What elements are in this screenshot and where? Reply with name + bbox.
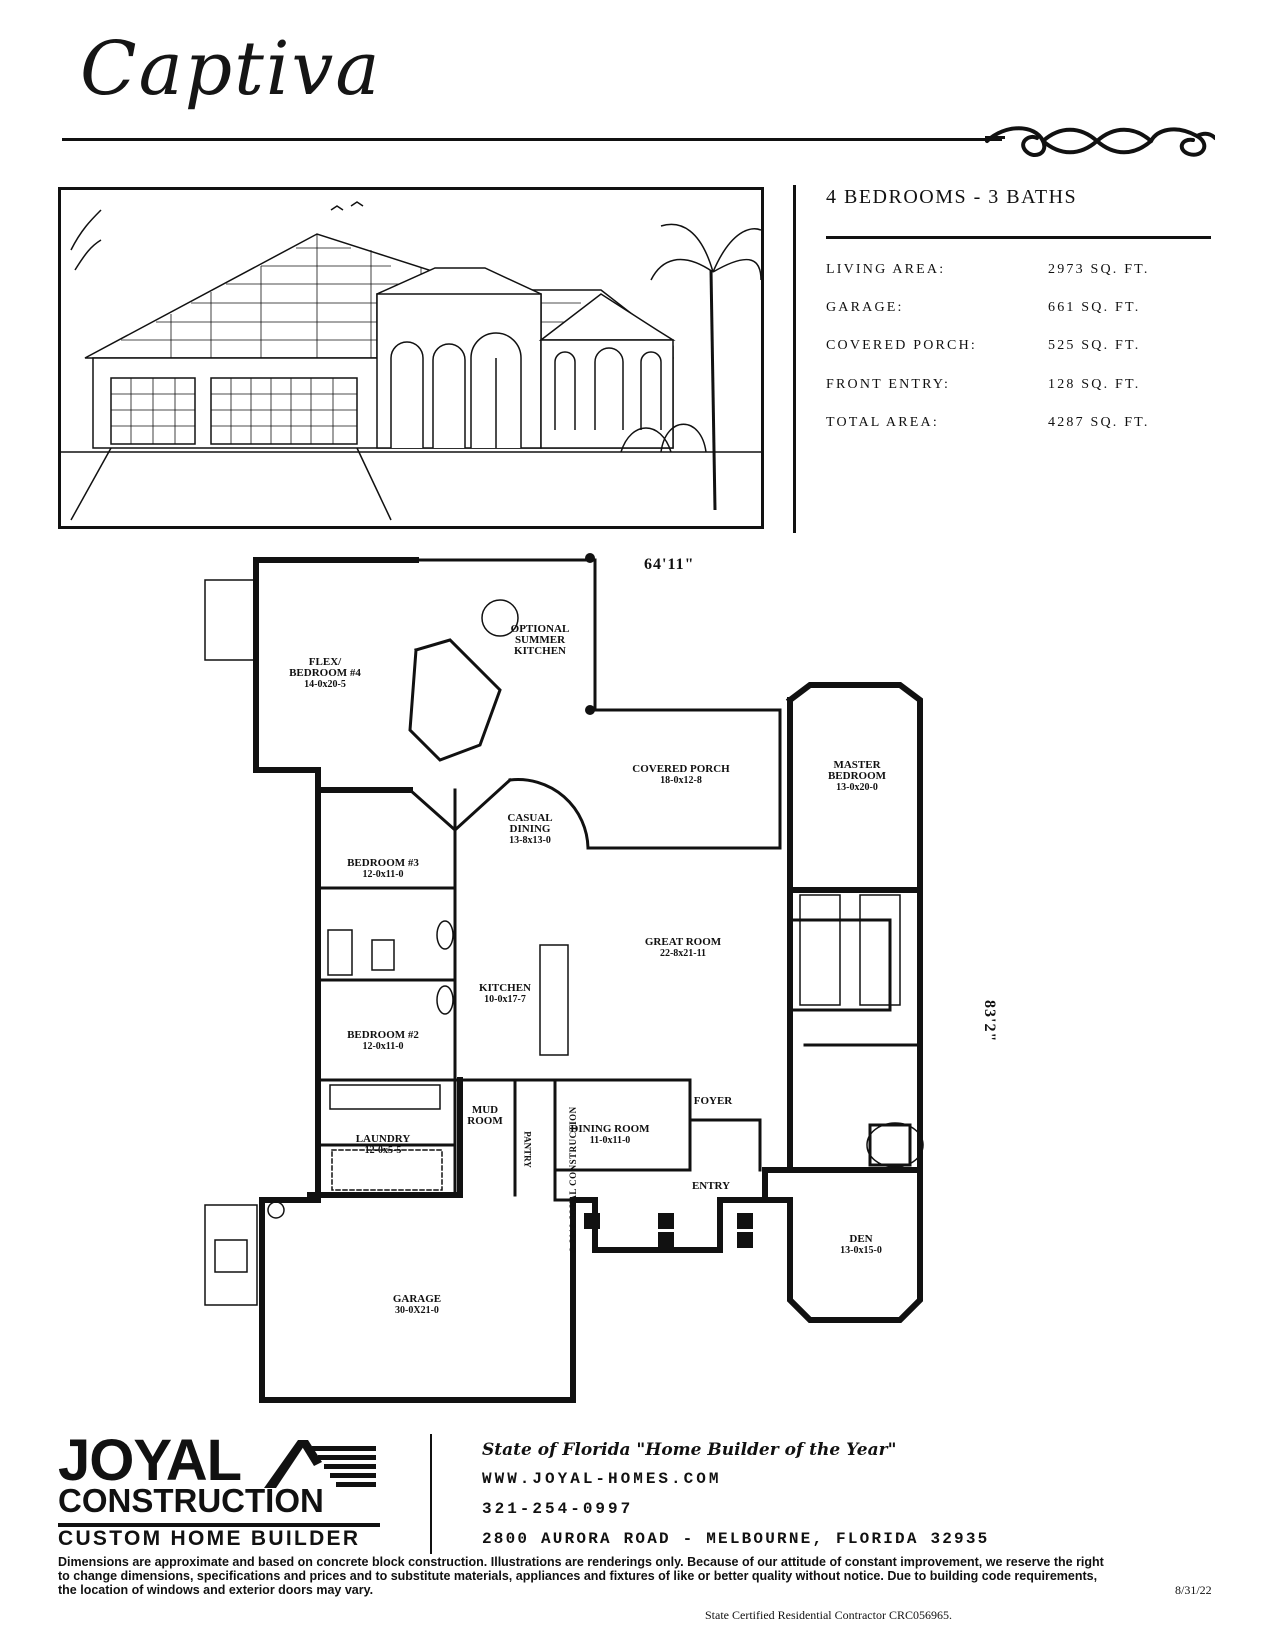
room-label: FOYER (694, 1096, 733, 1107)
spec-row: FRONT ENTRY: 128 SQ. FT. (826, 377, 1206, 401)
room-name: ENTRY (691, 1180, 731, 1192)
header-rule (62, 138, 1002, 141)
spec-row: LIVING AREA: 2973 SQ. FT. (826, 262, 1206, 286)
spec-value: 4287 SQ. FT. (1048, 415, 1150, 430)
room-dimension: 22-8x21-11 (659, 948, 707, 959)
beds-baths: 4 BEDROOMS - 3 BATHS (826, 186, 1078, 208)
room-label: GREAT ROOM 22-8x21-11 (644, 936, 722, 960)
room-label: COVERED PORCH 18-0x12-8 (632, 763, 730, 787)
website-link[interactable]: WWW.JOYAL-HOMES.COM (482, 1470, 722, 1488)
spec-label: GARAGE: (826, 300, 904, 315)
room-name: KITCHEN (479, 982, 531, 994)
room-dimension: 12-0x11-0 (362, 1041, 404, 1052)
room-name: MASTER BEDROOM (827, 759, 887, 782)
room-label: LAUNDRY 12-0x5-5 (355, 1133, 411, 1157)
room-name: BEDROOM #3 (347, 857, 419, 869)
spec-label: COVERED PORCH: (826, 338, 977, 353)
room-label: DEN 13-0x15-0 (840, 1233, 882, 1257)
footer-divider (430, 1434, 432, 1554)
room-name: FOYER (693, 1095, 733, 1107)
room-label: DINING ROOM 11-0x11-0 (570, 1123, 650, 1147)
room-label: MUD ROOM (467, 1105, 502, 1127)
logo-tagline: CUSTOM HOME BUILDER (58, 1527, 361, 1550)
room-dimension: 30-0X21-0 (395, 1305, 439, 1316)
logo-rule (58, 1523, 380, 1527)
room-name: CASUAL DINING (507, 812, 553, 835)
room-name: COVERED PORCH (632, 763, 730, 775)
overall-width-dimension: 64'11" (644, 556, 695, 573)
room-label: GARAGE 30-0X21-0 (392, 1293, 442, 1317)
room-label: FLEX/ BEDROOM #4 14-0x20-5 (289, 656, 361, 691)
room-label: KITCHEN 10-0x17-7 (479, 982, 531, 1006)
room-label: MASTER BEDROOM 13-0x20-0 (827, 759, 887, 794)
plan-title: Captiva (80, 26, 382, 112)
phone-number: 321-254-0997 (482, 1500, 634, 1518)
room-name: MUD ROOM (467, 1104, 503, 1127)
room-name: PANTRY (522, 1131, 533, 1168)
award-text: State of Florida "Home Builder of the Ye… (482, 1440, 897, 1460)
room-name: BEDROOM #2 (347, 1029, 419, 1041)
logo-joyal: JOYAL (58, 1428, 242, 1493)
room-dimension: 13-0x20-0 (836, 782, 878, 793)
revision-date: 8/31/22 (1175, 1583, 1212, 1597)
room-dimension: 12-0x5-5 (364, 1145, 402, 1156)
disclaimer: Dimensions are approximate and based on … (58, 1555, 1104, 1597)
room-dimension: 18-0x12-8 (660, 775, 702, 786)
roof-logo-icon (264, 1440, 376, 1488)
elevation-rendering (58, 187, 764, 529)
room-name: OPTIONAL SUMMER KITCHEN (510, 623, 570, 657)
room-dimension: 10-0x17-7 (484, 994, 526, 1005)
spec-row: GARAGE: 661 SQ. FT. (826, 300, 1206, 324)
house-elevation-illustration (61, 201, 761, 521)
spec-value: 525 SQ. FT. (1048, 338, 1141, 353)
room-name: DINING ROOM (570, 1123, 650, 1135)
room-name: LAUNDRY (355, 1133, 411, 1145)
room-label: CASUAL DINING 13-8x13-0 (507, 812, 553, 847)
contractor-license: State Certified Residential Contractor C… (705, 1608, 952, 1622)
room-name: GREAT ROOM (644, 936, 722, 948)
spec-label: TOTAL AREA: (826, 415, 939, 430)
spec-value: 2973 SQ. FT. (1048, 262, 1150, 277)
floor-plan-drawing (204, 553, 924, 1403)
room-label: OPTIONAL SUMMER KITCHEN (511, 624, 570, 657)
room-label: PANTRY (522, 1131, 533, 1168)
spec-value: 661 SQ. FT. (1048, 300, 1141, 315)
spec-value: 128 SQ. FT. (1048, 377, 1141, 392)
room-label: BEDROOM #2 12-0x11-0 (347, 1029, 419, 1053)
spec-row: TOTAL AREA: 4287 SQ. FT. (826, 415, 1206, 439)
spec-label: LIVING AREA: (826, 262, 946, 277)
plan-copyright: © 2018 JOYAL CONSTRUCTION (568, 1106, 578, 1253)
room-name: FLEX/ BEDROOM #4 (289, 656, 361, 679)
spec-label: FRONT ENTRY: (826, 377, 951, 392)
room-dimension: 12-0x11-0 (362, 869, 404, 880)
room-dimension: 13-8x13-0 (509, 835, 551, 846)
spec-divider (793, 185, 796, 533)
room-name: GARAGE (392, 1293, 442, 1305)
room-dimension: 14-0x20-5 (304, 679, 346, 690)
logo-construction: CONSTRUCTION (58, 1482, 324, 1519)
spec-rule (826, 236, 1211, 239)
spec-row: COVERED PORCH: 525 SQ. FT. (826, 338, 1206, 362)
room-label: ENTRY (692, 1181, 730, 1192)
room-dimension: 13-0x15-0 (840, 1245, 882, 1256)
room-label: BEDROOM #3 12-0x11-0 (347, 857, 419, 881)
room-name: DEN (849, 1233, 873, 1245)
room-dimension: 11-0x11-0 (589, 1135, 631, 1146)
address: 2800 AURORA ROAD - MELBOURNE, FLORIDA 32… (482, 1530, 990, 1548)
ornament-flourish-icon (985, 126, 1215, 157)
